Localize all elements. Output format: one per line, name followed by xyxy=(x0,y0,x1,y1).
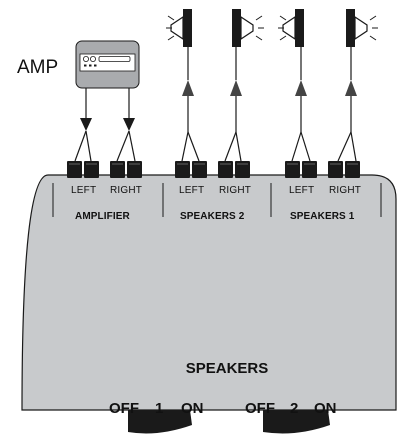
switch-2-on-label: ON xyxy=(314,400,337,417)
jack-icon[interactable] xyxy=(127,161,142,178)
speakers2-wire-left xyxy=(181,47,200,162)
panel-title: SPEAKERS xyxy=(186,360,269,377)
jack-icon[interactable] xyxy=(192,161,207,178)
amp-wire-left xyxy=(74,88,92,162)
speaker-icon xyxy=(232,9,264,47)
speaker-icon xyxy=(278,9,304,47)
channel-right-label: RIGHT xyxy=(110,185,142,196)
channel-left-label: LEFT xyxy=(289,185,314,196)
speakers1-wire-right xyxy=(337,47,357,162)
group-label-amplifier: AMPLIFIER xyxy=(75,211,130,222)
amp-label: AMP xyxy=(17,57,58,78)
switch-box-panel xyxy=(21,174,397,411)
jack-icon[interactable] xyxy=(328,161,343,178)
switch-2-off-label: OFF xyxy=(245,400,275,417)
jack-icon[interactable] xyxy=(67,161,82,178)
speakers2-wire-right xyxy=(224,47,242,162)
amp-wire-right xyxy=(116,88,136,162)
jack-icon[interactable] xyxy=(84,161,99,178)
group-label-speakers-2: SPEAKERS 2 xyxy=(180,211,245,222)
channel-right-label: RIGHT xyxy=(329,185,361,196)
jack-icon[interactable] xyxy=(345,161,360,178)
switch-1-off-label: OFF xyxy=(109,400,139,417)
channel-right-label: RIGHT xyxy=(219,185,251,196)
switch-2-knob[interactable] xyxy=(263,410,330,434)
speaker-icon xyxy=(166,9,192,47)
speakers1-wire-left xyxy=(291,47,311,162)
switch-1-knob[interactable] xyxy=(128,410,192,434)
switch-1-number: 1 xyxy=(155,400,163,417)
jack-icon[interactable] xyxy=(110,161,125,178)
jack-icon[interactable] xyxy=(235,161,250,178)
jack-icon[interactable] xyxy=(285,161,300,178)
jack-icon[interactable] xyxy=(302,161,317,178)
group-label-speakers-1: SPEAKERS 1 xyxy=(290,211,355,222)
jack-icon[interactable] xyxy=(218,161,233,178)
speaker-icon xyxy=(346,9,378,47)
channel-left-label: LEFT xyxy=(179,185,204,196)
amplifier-icon xyxy=(75,40,140,89)
jack-row xyxy=(67,161,360,178)
group-dividers xyxy=(52,183,382,217)
jack-icon[interactable] xyxy=(175,161,190,178)
channel-left-label: LEFT xyxy=(71,185,96,196)
switch-2-number: 2 xyxy=(290,400,298,417)
switch-1-on-label: ON xyxy=(181,400,204,417)
